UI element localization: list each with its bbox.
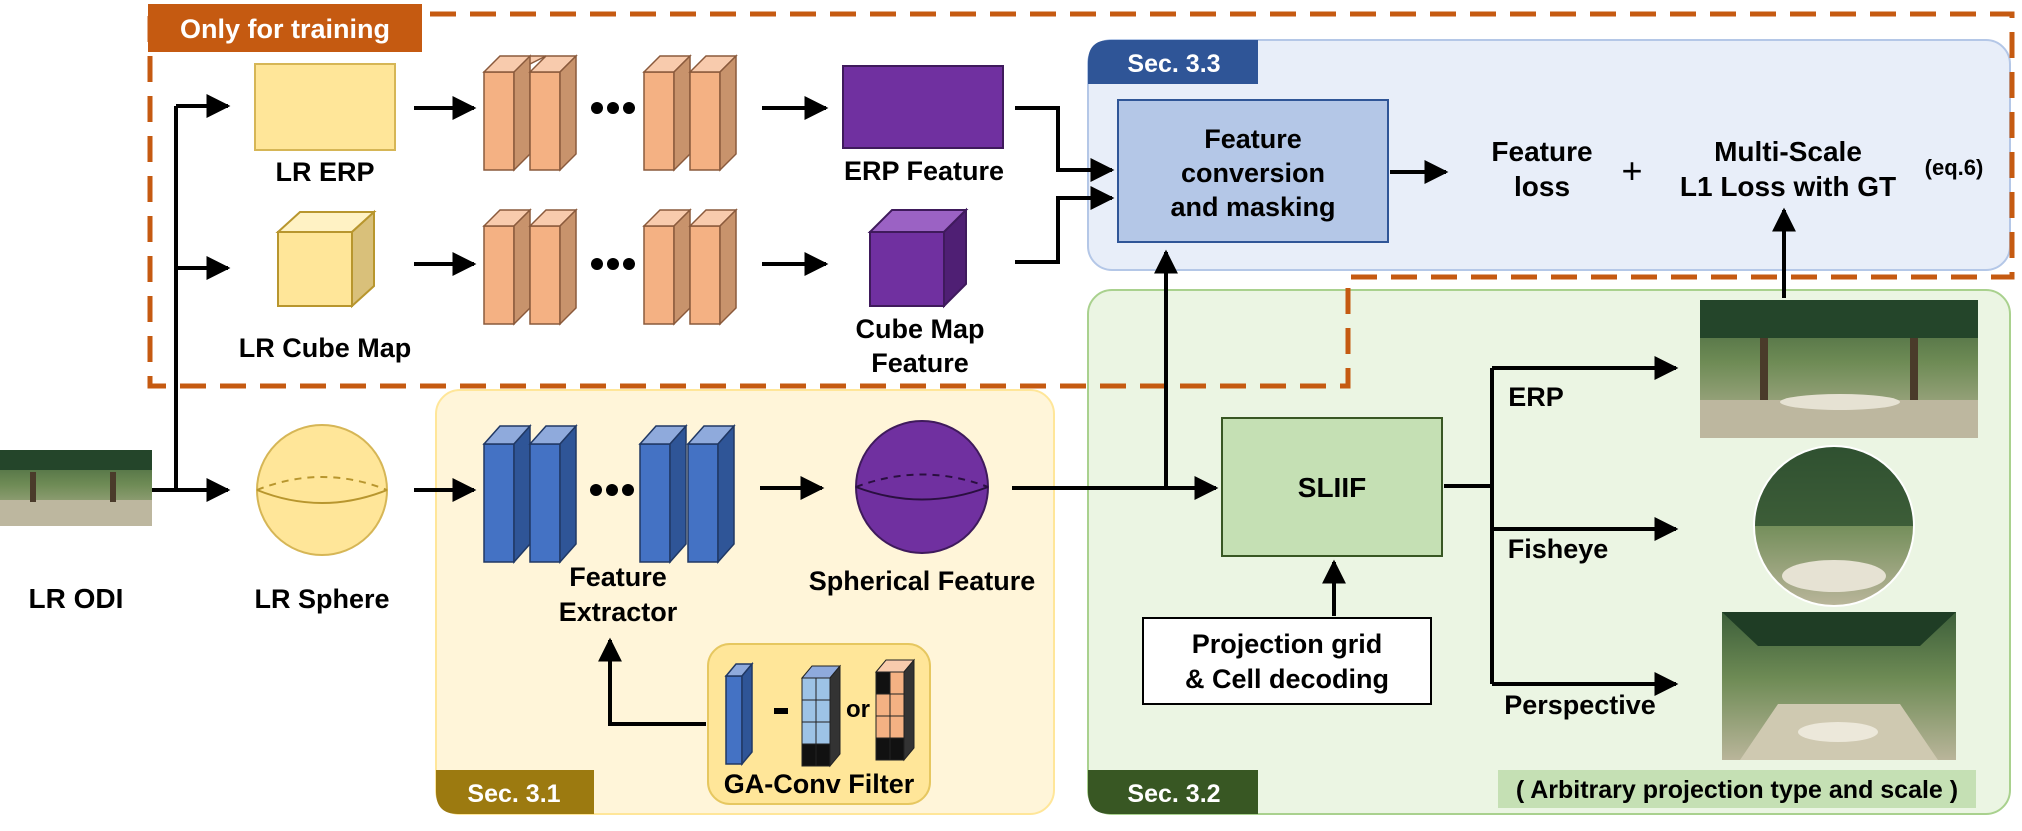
cube-feature-icon xyxy=(867,207,969,309)
feature-to-conversion-arrows xyxy=(1012,106,1449,500)
projection-label-2: & Cell decoding xyxy=(1185,664,1389,694)
sliif-label: SLIIF xyxy=(1298,472,1366,503)
svg-text:Sec. 3.3: Sec. 3.3 xyxy=(1127,50,1220,78)
sliif-box xyxy=(1221,417,1443,557)
output-perspective-label: Perspective xyxy=(1504,690,1656,720)
lr-cube-label: LR Cube Map xyxy=(239,333,412,363)
sphere-extractor-blocks xyxy=(482,424,736,564)
cube-extractor-blocks xyxy=(482,208,738,326)
conversion-label-2: conversion xyxy=(1181,158,1325,188)
minus-sign xyxy=(774,708,788,714)
lr-sphere-icon xyxy=(256,424,388,556)
lr-erp-label: LR ERP xyxy=(275,157,374,187)
feature-extractor-label-2: Extractor xyxy=(559,597,678,627)
training-tag: Only for training xyxy=(148,4,422,52)
filter-or-label: or xyxy=(846,696,870,723)
arbitrary-projection-note: ( Arbitrary projection type and scale ) xyxy=(1498,770,1976,808)
sec31-tag: Sec. 3.1 xyxy=(436,770,594,814)
lr-odi-label: LR ODI xyxy=(29,583,124,614)
sliif-output-arrows xyxy=(1444,207,1796,696)
svg-text:Only for training: Only for training xyxy=(180,14,390,44)
sphere-extractor-dots xyxy=(590,484,634,496)
feature-loss-label-2: loss xyxy=(1514,171,1570,202)
output-erp-image xyxy=(1700,300,1978,438)
erp-extractor-blocks xyxy=(482,54,738,172)
erp-extractor-dots xyxy=(591,102,635,114)
svg-text:Sec. 3.1: Sec. 3.1 xyxy=(467,780,560,808)
lr-odi-image xyxy=(0,450,152,526)
feature-loss-label-1: Feature xyxy=(1491,136,1592,167)
lr-sphere-label: LR Sphere xyxy=(254,584,389,614)
lr-cube-icon xyxy=(275,209,377,309)
ga-conv-filter-label: GA-Conv Filter xyxy=(724,769,915,799)
lr-erp-box xyxy=(254,63,396,151)
svg-text:( Arbitrary projection type an: ( Arbitrary projection type and scale ) xyxy=(1516,776,1958,804)
spherical-feature-icon xyxy=(855,420,989,554)
sec32-tag: Sec. 3.2 xyxy=(1088,770,1258,814)
output-fisheye-label: Fisheye xyxy=(1508,534,1609,564)
svg-text:Sec. 3.2: Sec. 3.2 xyxy=(1127,780,1220,808)
ga-conv-kernel-icon xyxy=(724,661,754,767)
conversion-label-3: and masking xyxy=(1170,192,1335,222)
equation-ref: (eq.6) xyxy=(1925,155,1984,180)
erp-feature-label: ERP Feature xyxy=(844,156,1004,186)
cube-feature-label-2: Feature xyxy=(871,348,969,378)
sec33-tag: Sec. 3.3 xyxy=(1088,40,1258,84)
multiscale-loss-label-2: L1 Loss with GT xyxy=(1680,171,1896,202)
salmon-grid-filter-icon xyxy=(874,658,916,762)
output-erp-label: ERP xyxy=(1508,382,1564,412)
training-region xyxy=(147,11,2015,389)
input-branch-arrows xyxy=(152,94,231,502)
projection-grid-box xyxy=(1142,617,1432,705)
spherical-feature-label: Spherical Feature xyxy=(809,566,1036,596)
plus-sign: + xyxy=(1621,150,1642,191)
multiscale-loss-label-1: Multi-Scale xyxy=(1714,136,1862,167)
erp-feature-box xyxy=(842,65,1004,149)
feature-extractor-label-1: Feature xyxy=(569,562,667,592)
output-perspective-image xyxy=(1722,612,1956,760)
conversion-label-1: Feature xyxy=(1204,124,1302,154)
blue-grid-filter-icon xyxy=(800,664,842,768)
filter-to-extractor-arrow xyxy=(598,637,706,726)
cube-extractor-dots xyxy=(591,258,635,270)
projection-label-1: Projection grid xyxy=(1192,629,1383,659)
cube-feature-label-1: Cube Map xyxy=(855,314,984,344)
feature-conversion-box xyxy=(1117,99,1389,243)
output-fisheye-image xyxy=(1753,445,1915,607)
input-to-extractor-arrows xyxy=(414,96,477,502)
extractor-to-feature-arrows xyxy=(760,96,829,500)
